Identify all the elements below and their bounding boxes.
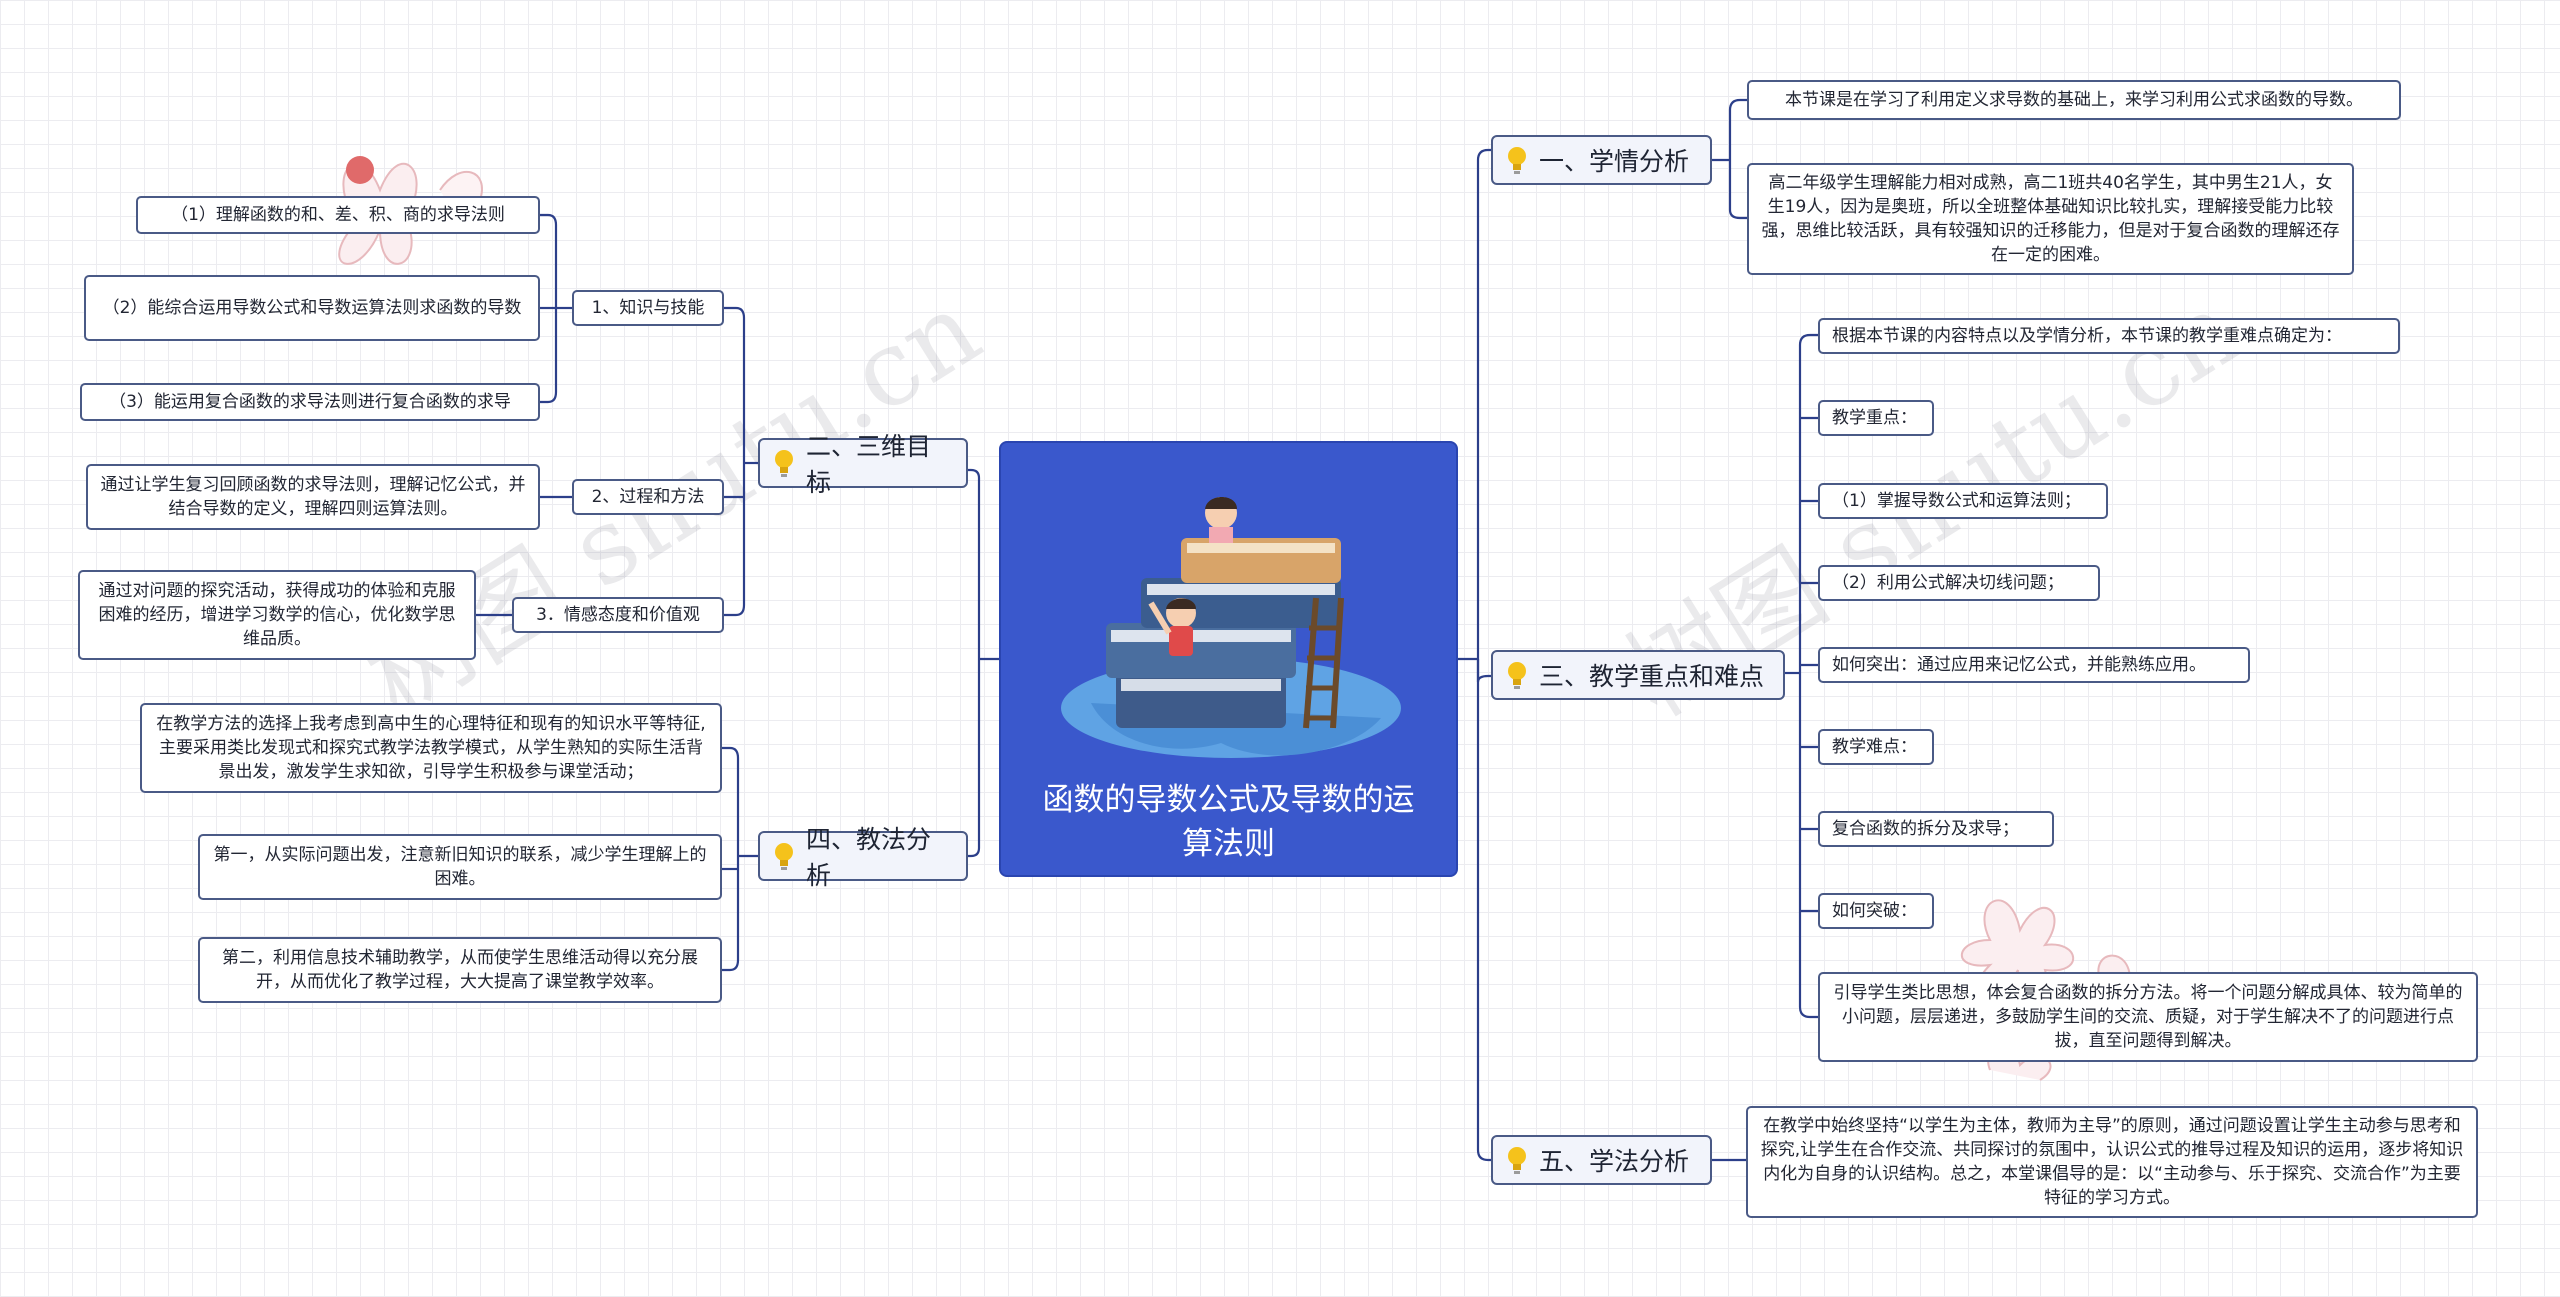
sub-knowledge-and-skills[interactable]: 1、知识与技能 xyxy=(572,290,724,326)
leaf-difficult-point-1[interactable]: 复合函数的拆分及求导； xyxy=(1818,811,2054,847)
leaf-teaching-method-3[interactable]: 第二，利用信息技术辅助教学，从而使学生思维活动得以充分展开，从而优化了教学过程，… xyxy=(198,937,722,1003)
leaf-learner-analysis-1[interactable]: 本节课是在学习了利用定义求导数的基础上，来学习利用公式求函数的导数。 xyxy=(1747,80,2401,120)
leaf-teaching-method-1[interactable]: 在教学方法的选择上我考虑到高中生的心理特征和现有的知识水平等特征,主要采用类比发… xyxy=(140,703,722,793)
leaf-teaching-method-2[interactable]: 第一，从实际问题出发，注意新旧知识的联系，减少学生理解上的困难。 xyxy=(198,834,722,900)
sub-process-and-method[interactable]: 2、过程和方法 xyxy=(572,479,724,515)
lightbulb-icon xyxy=(1508,662,1526,689)
central-topic-title: 函数的导数公式及导数的运算法则 xyxy=(1042,782,1415,862)
leaf-difficult-points-label[interactable]: 教学难点： xyxy=(1818,729,1934,765)
lightbulb-icon xyxy=(775,843,793,870)
branch-key-and-difficult-points[interactable]: 三、教学重点和难点 xyxy=(1491,650,1785,700)
leaf-key-point-2[interactable]: （2）利用公式解决切线问题； xyxy=(1818,565,2100,601)
branch-label: 五、学法分析 xyxy=(1539,1147,1690,1176)
leaf-break-through-detail[interactable]: 引导学生类比思想，体会复合函数的拆分方法。将一个问题分解成具体、较为简单的小问题… xyxy=(1818,972,2478,1062)
leaf-learner-analysis-2[interactable]: 高二年级学生理解能力相对成熟，高二1班共40名学生，其中男生21人，女生19人，… xyxy=(1747,163,2354,275)
leaf-knowledge-2[interactable]: （2）能综合运用导数公式和导数运算法则求函数的导数 xyxy=(84,275,540,341)
lightbulb-icon xyxy=(775,450,793,477)
sub-emotion-attitude-values[interactable]: 3．情感态度和价值观 xyxy=(512,597,724,633)
leaf-process[interactable]: 通过让学生复习回顾函数的求导法则，理解记忆公式，并结合导数的定义，理解四则运算法… xyxy=(86,464,540,530)
leaf-attitude[interactable]: 通过对问题的探究活动，获得成功的体验和克服困难的经历，增进学习数学的信心，优化数… xyxy=(78,570,476,660)
branch-label: 二、三维目标 xyxy=(806,432,932,497)
branch-label: 三、教学重点和难点 xyxy=(1539,662,1765,691)
leaf-knowledge-3[interactable]: （3）能运用复合函数的求导法则进行复合函数的求导 xyxy=(80,383,540,421)
branch-learner-analysis[interactable]: 一、学情分析 xyxy=(1491,135,1712,185)
leaf-key-point-1[interactable]: （1）掌握导数公式和运算法则； xyxy=(1818,483,2108,519)
branch-three-dimensional-goals[interactable]: 二、三维目标 xyxy=(758,432,968,497)
branch-label: 一、学情分析 xyxy=(1539,147,1690,176)
leaf-how-to-break-through[interactable]: 如何突破： xyxy=(1818,893,1934,929)
leaf-key-points-label[interactable]: 教学重点： xyxy=(1818,400,1934,436)
lightbulb-icon xyxy=(1508,147,1526,174)
leaf-knowledge-1[interactable]: （1）理解函数的和、差、积、商的求导法则 xyxy=(136,196,540,234)
books-illustration xyxy=(1061,497,1401,758)
leaf-learning-method[interactable]: 在教学中始终坚持“以学生为主体，教师为主导”的原则，通过问题设置让学生主动参与思… xyxy=(1746,1106,2478,1218)
lightbulb-icon xyxy=(1508,1147,1526,1174)
leaf-key-points-intro[interactable]: 根据本节课的内容特点以及学情分析，本节课的教学重难点确定为： xyxy=(1818,318,2400,354)
leaf-how-to-highlight[interactable]: 如何突出：通过应用来记忆公式，并能熟练应用。 xyxy=(1818,647,2250,683)
branch-label: 四、教法分析 xyxy=(806,825,932,890)
central-topic[interactable]: 函数的导数公式及导数的运算法则 xyxy=(999,441,1458,877)
branch-teaching-method-analysis[interactable]: 四、教法分析 xyxy=(758,825,968,890)
branch-learning-method-analysis[interactable]: 五、学法分析 xyxy=(1491,1135,1712,1185)
